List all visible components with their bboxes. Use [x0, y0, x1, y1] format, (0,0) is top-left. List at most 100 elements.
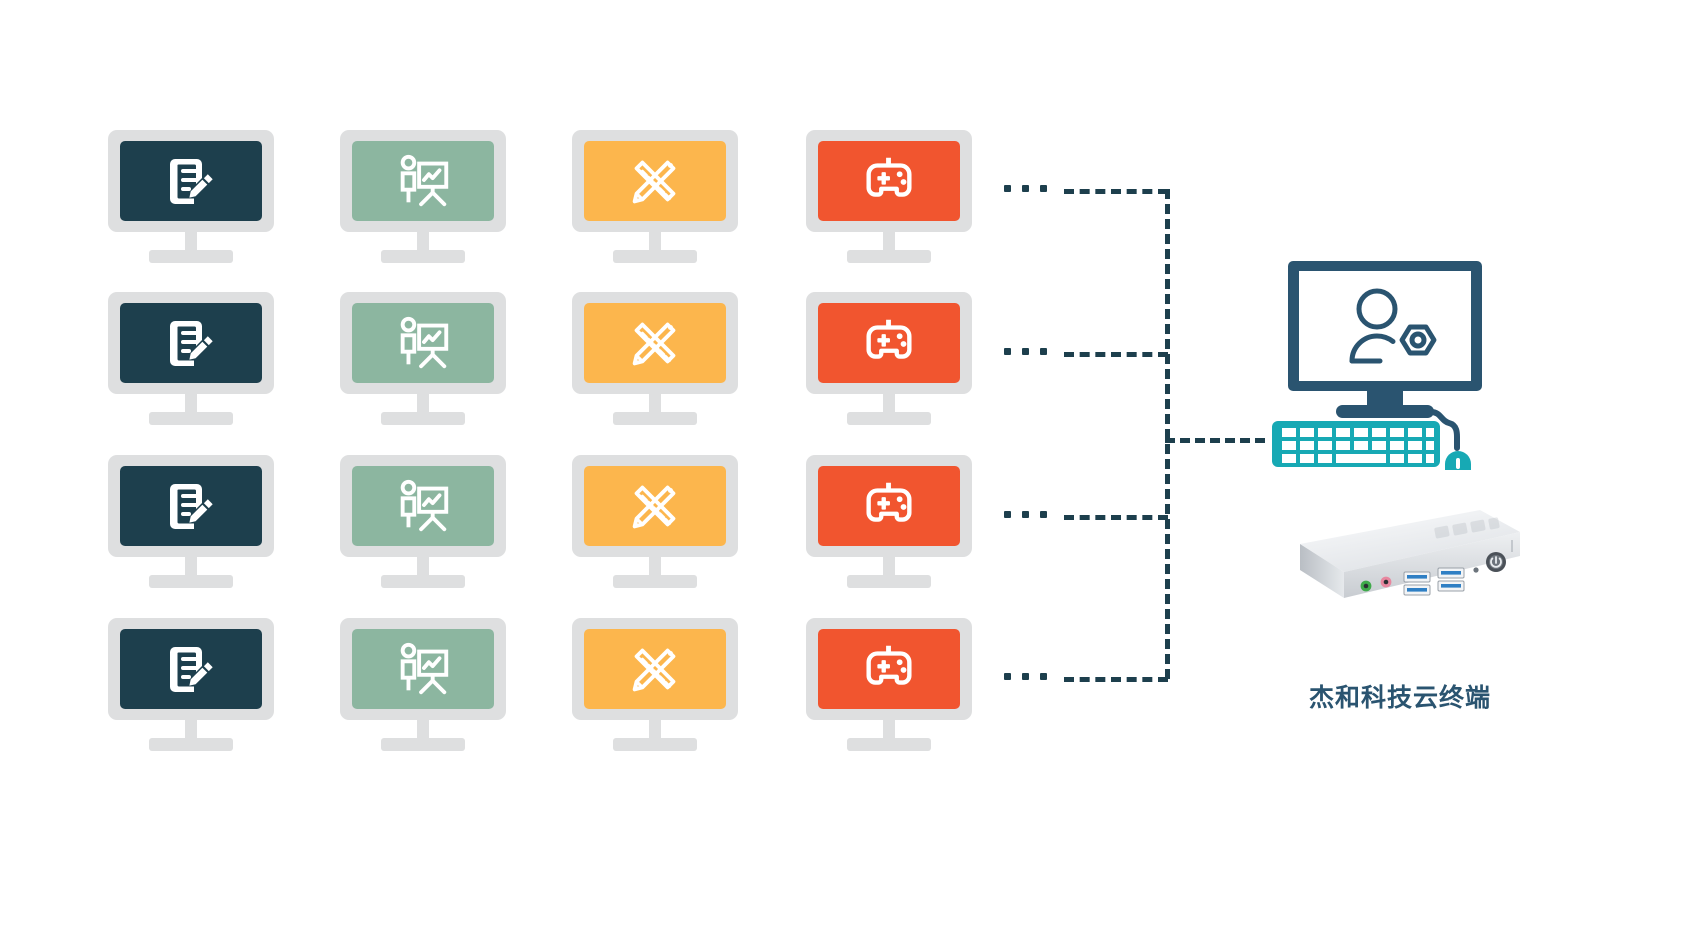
monitor-screen — [818, 629, 960, 709]
connector-to-host — [1165, 438, 1265, 443]
monitor-neck — [649, 720, 661, 742]
gamepad-icon — [858, 638, 920, 700]
document-edit-icon — [159, 149, 223, 213]
monitor-base — [381, 412, 465, 425]
client-monitor-r1c3[interactable] — [572, 130, 738, 268]
presentation-chart-icon — [392, 638, 454, 700]
ellipsis-dot — [1040, 348, 1047, 355]
ellipsis-dot — [1022, 511, 1029, 518]
ellipsis-dot — [1040, 185, 1047, 192]
ellipsis-dot — [1004, 511, 1011, 518]
monitor-base — [613, 575, 697, 588]
client-monitor-r4c4[interactable] — [806, 618, 972, 756]
monitor-neck — [883, 720, 895, 742]
gamepad-icon — [858, 150, 920, 212]
presentation-chart-icon — [392, 312, 454, 374]
pencil-ruler-icon — [624, 150, 686, 212]
presentation-chart-icon — [392, 475, 454, 537]
monitor-neck — [185, 394, 197, 416]
monitor-neck — [417, 394, 429, 416]
monitor-base — [613, 412, 697, 425]
ellipsis-dot — [1022, 185, 1029, 192]
usb-ports — [1403, 567, 1465, 596]
ellipsis-dot — [1040, 673, 1047, 680]
ellipsis-dot — [1022, 348, 1029, 355]
monitor-neck — [185, 720, 197, 742]
pencil-ruler-icon — [624, 638, 686, 700]
document-edit-icon — [159, 637, 223, 701]
monitor-base — [847, 738, 931, 751]
client-monitor-r2c2[interactable] — [340, 292, 506, 430]
monitor-screen — [584, 466, 726, 546]
monitor-base — [847, 575, 931, 588]
monitor-screen — [584, 141, 726, 221]
monitor-screen — [584, 303, 726, 383]
client-monitor-r2c4[interactable] — [806, 292, 972, 430]
client-monitor-r3c4[interactable] — [806, 455, 972, 593]
client-monitor-r2c3[interactable] — [572, 292, 738, 430]
monitor-screen — [818, 466, 960, 546]
monitor-screen — [120, 141, 262, 221]
ellipsis-dot — [1022, 673, 1029, 680]
monitor-screen — [352, 141, 494, 221]
client-monitor-r3c3[interactable] — [572, 455, 738, 593]
pencil-ruler-icon — [624, 312, 686, 374]
ellipsis-dot — [1004, 673, 1011, 680]
pencil-ruler-icon — [624, 475, 686, 537]
monitor-base — [149, 250, 233, 263]
monitor-neck — [649, 394, 661, 416]
monitor-screen — [120, 466, 262, 546]
monitor-screen — [352, 629, 494, 709]
row-ellipsis-2 — [1004, 348, 1047, 355]
monitor-screen — [818, 303, 960, 383]
monitor-base — [381, 250, 465, 263]
monitor-screen — [352, 466, 494, 546]
status-led — [1473, 567, 1479, 573]
client-monitor-r1c1[interactable] — [108, 130, 274, 268]
monitor-neck — [883, 232, 895, 254]
presentation-chart-icon — [392, 150, 454, 212]
monitor-neck — [417, 557, 429, 579]
monitor-base — [847, 412, 931, 425]
client-monitor-r1c4[interactable] — [806, 130, 972, 268]
monitor-base — [381, 575, 465, 588]
host-monitor-frame — [1288, 261, 1482, 418]
monitor-screen — [120, 629, 262, 709]
host-terminal-station[interactable] — [1270, 255, 1500, 491]
ellipsis-dot — [1040, 511, 1047, 518]
user-settings-icon — [1349, 288, 1437, 364]
monitor-base — [149, 412, 233, 425]
document-edit-icon — [159, 474, 223, 538]
power-button — [1486, 552, 1506, 572]
client-monitor-r4c2[interactable] — [340, 618, 506, 756]
monitor-neck — [649, 557, 661, 579]
client-monitor-r3c1[interactable] — [108, 455, 274, 593]
client-monitor-grid — [108, 130, 988, 770]
row-ellipsis-1 — [1004, 185, 1047, 192]
gamepad-icon — [858, 475, 920, 537]
monitor-neck — [417, 232, 429, 254]
monitor-screen — [818, 141, 960, 221]
mini-pc-icon[interactable] — [1258, 498, 1528, 628]
mouse-icon — [1445, 451, 1471, 491]
connector-branch-row2 — [1064, 352, 1168, 357]
host-cable — [1428, 409, 1460, 451]
host-terminal-label: 杰和科技云终端 — [1308, 683, 1491, 712]
client-monitor-r3c2[interactable] — [340, 455, 506, 593]
row-ellipsis-3 — [1004, 511, 1047, 518]
ellipsis-dot — [1004, 185, 1011, 192]
client-monitor-r4c3[interactable] — [572, 618, 738, 756]
audio-ports — [1360, 576, 1392, 592]
ellipsis-dot — [1004, 348, 1011, 355]
monitor-base — [149, 575, 233, 588]
monitor-base — [847, 250, 931, 263]
monitor-neck — [185, 232, 197, 254]
row-ellipsis-4 — [1004, 673, 1047, 680]
client-monitor-r2c1[interactable] — [108, 292, 274, 430]
gamepad-icon — [858, 312, 920, 374]
client-monitor-r4c1[interactable] — [108, 618, 274, 756]
client-monitor-r1c2[interactable] — [340, 130, 506, 268]
monitor-screen — [352, 303, 494, 383]
monitor-neck — [883, 394, 895, 416]
